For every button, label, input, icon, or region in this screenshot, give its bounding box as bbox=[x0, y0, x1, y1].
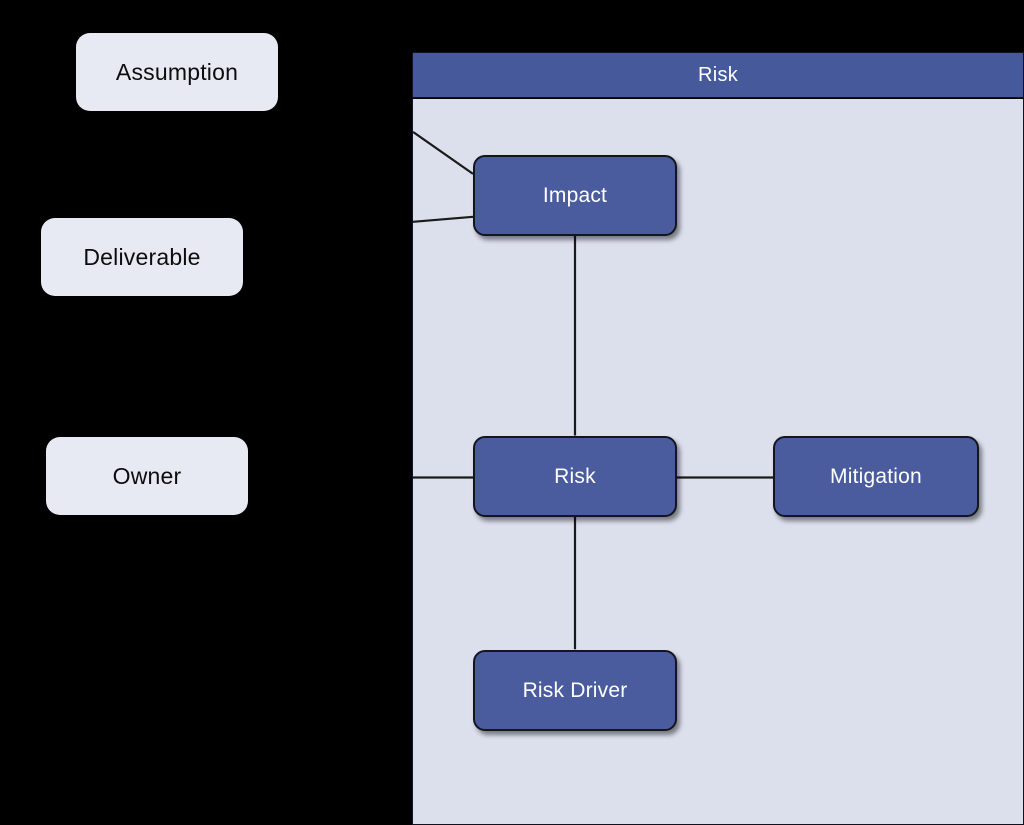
node-mitigation[interactable]: Mitigation bbox=[773, 436, 979, 517]
legend-card-assumption[interactable]: Assumption bbox=[76, 33, 278, 111]
legend-card-deliverable[interactable]: Deliverable bbox=[41, 218, 243, 296]
edge-panel-to-impact-lower bbox=[413, 215, 474, 223]
panel-body: Impact Risk Mitigation Risk Driver bbox=[412, 99, 1024, 825]
legend-card-label: Owner bbox=[112, 462, 182, 489]
node-impact[interactable]: Impact bbox=[473, 155, 677, 236]
edge-panel-to-impact-upper bbox=[413, 131, 474, 175]
node-label: Risk bbox=[554, 464, 596, 488]
legend-card-owner[interactable]: Owner bbox=[46, 437, 248, 515]
panel-title: Risk bbox=[697, 63, 739, 86]
panel-header: Risk bbox=[412, 52, 1024, 98]
node-label: Risk Driver bbox=[522, 678, 628, 702]
connector-lines bbox=[413, 131, 773, 650]
node-label: Impact bbox=[542, 183, 608, 207]
node-risk-driver[interactable]: Risk Driver bbox=[473, 650, 677, 731]
legend-card-label: Assumption bbox=[115, 58, 239, 85]
node-risk[interactable]: Risk bbox=[473, 436, 677, 517]
risk-panel: Risk Impact Risk bbox=[412, 52, 1024, 825]
legend-card-label: Deliverable bbox=[83, 243, 201, 270]
node-label: Mitigation bbox=[830, 464, 922, 488]
